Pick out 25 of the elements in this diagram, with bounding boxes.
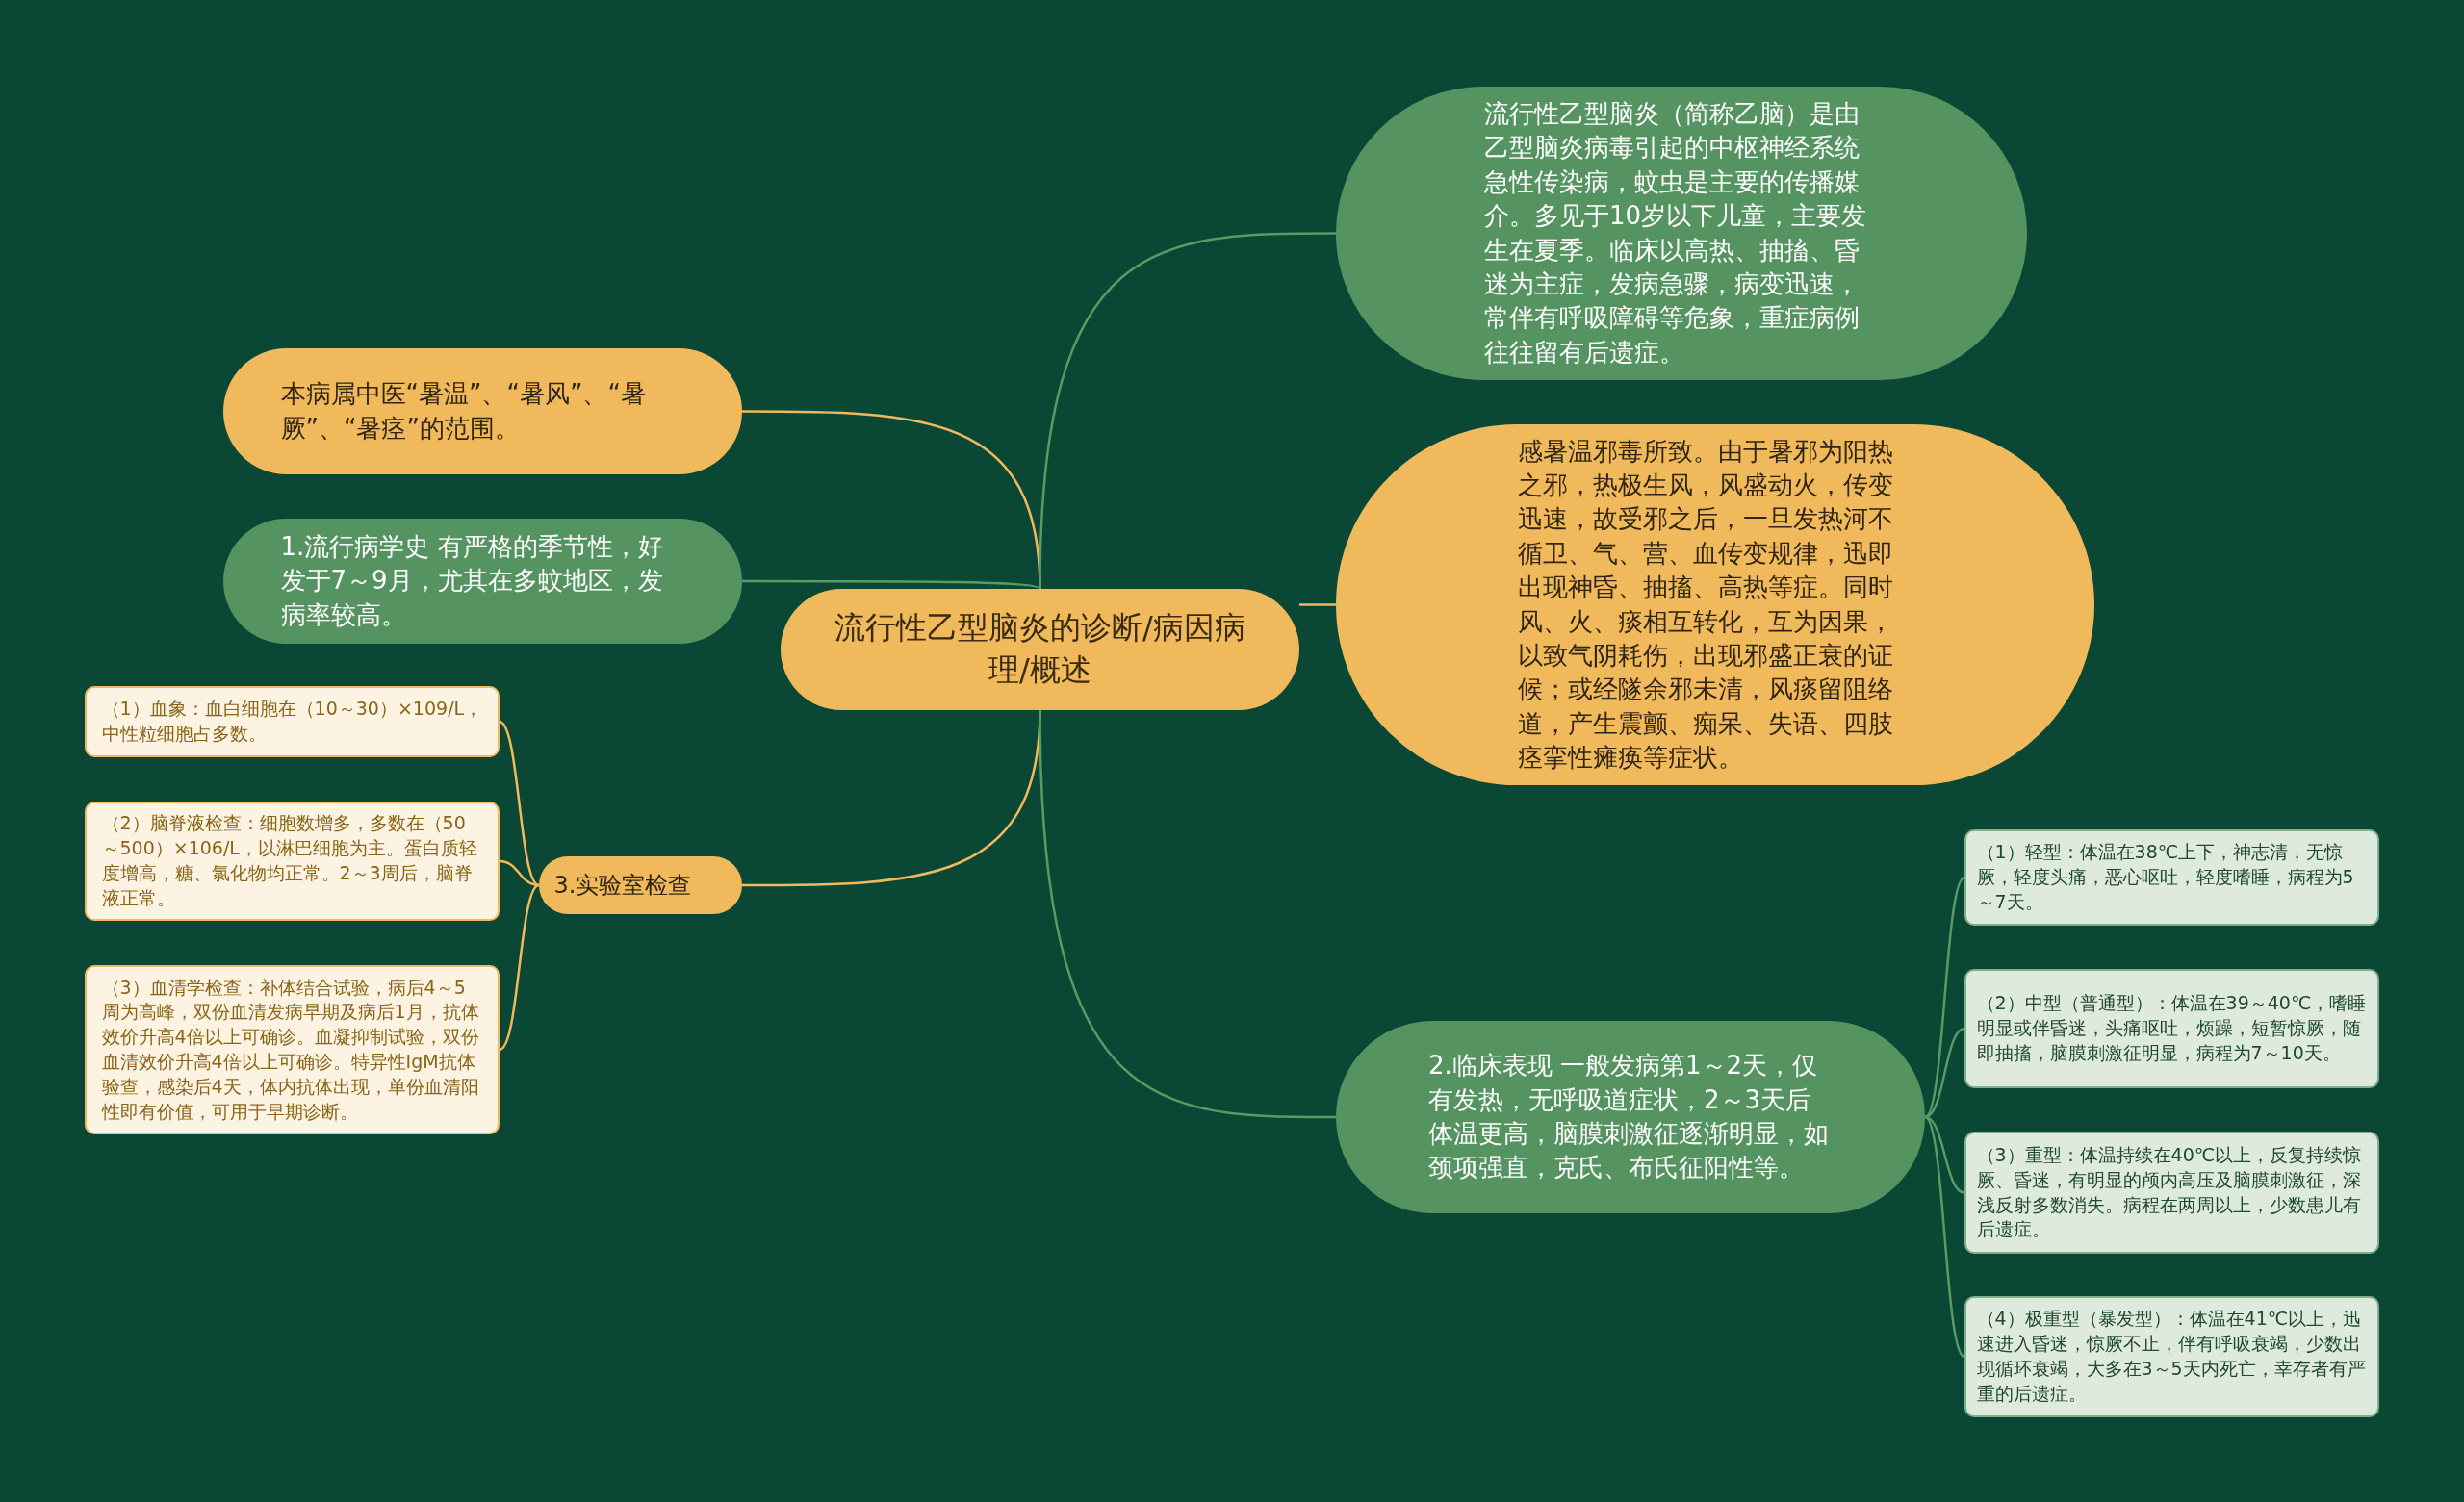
detail-card: （3）血清学检查：补体结合试验，病后4～5周为高峰，双份血清发病早期及病后1月，抗体效价升高4倍以上可确诊。血凝抑制试验，双份血清效价升高4倍以上可确诊。特异性IgM抗体验查，感染后4天，体内抗体出现，单份血清阳性即有价值，可用于早期诊断。: [85, 965, 500, 1134]
topic-bubble: 感暑温邪毒所致。由于暑邪为阳热之邪，热极生风，风盛动火，传变迅速，故受邪之后，一旦发热河不循卫、气、营、血传变规律，迅即出现神昏、抽搐、高热等症。同时风、火、痰相互转化，互为因果，以致气阴耗伤，出现邪盛正衰的证候；或经隧余邪未清，风痰留阻络道，产生震颤、痴呆、失语、四肢痉挛性瘫痪等症状。: [1336, 424, 2094, 785]
central-topic-bubble: 流行性乙型脑炎的诊断/病因病理/概述: [781, 589, 1299, 710]
connector-line: [499, 720, 540, 887]
detail-card: （1）血象：血白细胞在（10～30）×109/L，中性粒细胞占多数。: [85, 686, 500, 757]
connector-line: [1299, 603, 1336, 606]
detail-card: （2）中型（普通型）：体温在39～40℃，嗜睡明显或伴昏迷，头痛呕吐，烦躁，短暂惊厥，随即抽搐，脑膜刺激征明显，病程为7～10天。: [1964, 969, 2379, 1088]
topic-bubble: 本病属中医“暑温”、“暑风”、“暑厥”、“暑痉”的范围。: [223, 348, 742, 474]
connector-line: [1924, 1116, 1965, 1358]
connector-line: [499, 859, 540, 887]
connector-line: [499, 884, 540, 1051]
connector-line: [1924, 1027, 1965, 1119]
detail-card: （3）重型：体温持续在40℃以上，反复持续惊厥、昏迷，有明显的颅内高压及脑膜刺激征，深浅反射多数消失。病程在两周以上，少数患儿有后遗症。: [1964, 1132, 2379, 1254]
detail-card: （1）轻型：体温在38℃上下，神志清，无惊厥，轻度头痛，恶心呕吐，轻度嗜睡，病程为5～7天。: [1964, 829, 2379, 926]
connector-line: [1039, 709, 1336, 1119]
connector-line: [1924, 1115, 1965, 1194]
detail-card: （2）脑脊液检查：细胞数增多，多数在（50～500）×106/L，以淋巴细胞为主。蛋白质轻度增高，糖、氯化物均正常。2～3周后，脑脊液正常。: [85, 802, 500, 921]
topic-bubble: 1.流行病学史 有严格的季节性，好发于7～9月，尤其在多蚊地区，发病率较高。: [223, 519, 742, 644]
topic-bubble: 2.临床表现 一般发病第1～2天，仅有发热，无呼吸道症状，2～3天后体温更高，脑膜刺激征逐渐明显，如颈项强直，克氏、布氏征阳性等。: [1336, 1021, 1925, 1213]
topic-bubble: 3.实验室检查: [539, 856, 742, 914]
detail-card: （4）极重型（暴发型）：体温在41℃以上，迅速进入昏迷，惊厥不止，伴有呼吸衰竭，少数出现循环衰竭，大多在3～5天内死亡，幸存者有严重的后遗症。: [1964, 1296, 2379, 1417]
topic-bubble: 流行性乙型脑炎（简称乙脑）是由乙型脑炎病毒引起的中枢神经系统急性传染病，蚊虫是主要的传播媒介。多见于10岁以下儿童，主要发生在夏季。临床以高热、抽搐、昏迷为主症，发病急骤，病变迅速，常伴有呼吸障碍等危象，重症病例往往留有后遗症。: [1336, 87, 2027, 380]
connector-line: [742, 579, 1041, 591]
connector-line: [1039, 232, 1336, 590]
connector-line: [1924, 877, 1965, 1118]
